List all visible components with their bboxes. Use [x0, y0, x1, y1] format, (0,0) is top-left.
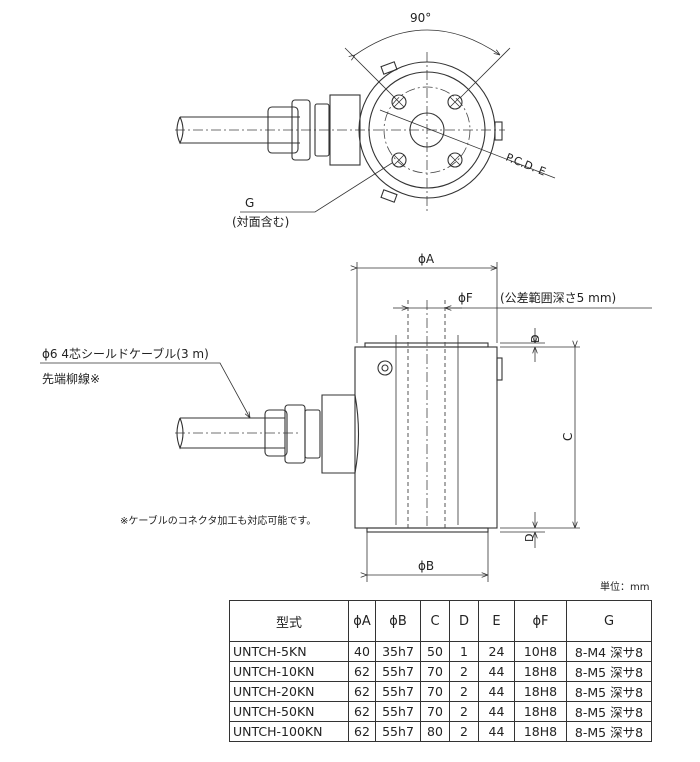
g-label: G	[245, 196, 254, 210]
phi-f-note: (公差範囲深さ5 mm)	[500, 290, 616, 305]
phi-b-label: ϕB	[418, 559, 434, 573]
phi-a-label: ϕA	[418, 252, 435, 266]
table-header: 型式 ϕA ϕB C D E ϕF G	[229, 600, 652, 642]
g-leader	[240, 162, 393, 213]
pcd-circle	[383, 86, 471, 174]
c-label: C	[561, 433, 575, 441]
angle-label: 90°	[410, 11, 431, 25]
body	[354, 346, 498, 529]
side-view: ϕA ϕF (公差範囲深さ5 mm) D C D ϕB ϕ6 4芯シールドケーブ…	[40, 252, 652, 582]
cable-gland	[267, 106, 299, 154]
unit-label: 単位：mm	[600, 582, 650, 593]
cable	[180, 417, 285, 449]
cable-end-label: 先端柳線※	[42, 371, 100, 386]
nut-icon	[284, 404, 306, 464]
d-top-label: D	[529, 335, 542, 343]
connector-note: ※ケーブルのコネクタ加工も対応可能です。	[120, 514, 316, 527]
top-view: 90° P.C.D. E G (対面含む)	[175, 11, 556, 229]
nut-icon	[291, 99, 311, 161]
cable-leader	[40, 362, 250, 418]
pcd-label: P.C.D. E	[504, 151, 548, 179]
connector-box	[329, 94, 361, 166]
cable-label: ϕ6 4芯シールドケーブル(3 m)	[42, 346, 209, 361]
center-hole	[409, 112, 445, 148]
bolt-holes	[391, 94, 463, 168]
pcd-leader	[379, 109, 556, 179]
connector	[321, 394, 360, 474]
g-note: (対面含む)	[232, 214, 289, 229]
d-bottom-label: D	[523, 534, 536, 542]
cable	[180, 116, 300, 144]
phi-f-label: ϕF	[458, 291, 473, 305]
